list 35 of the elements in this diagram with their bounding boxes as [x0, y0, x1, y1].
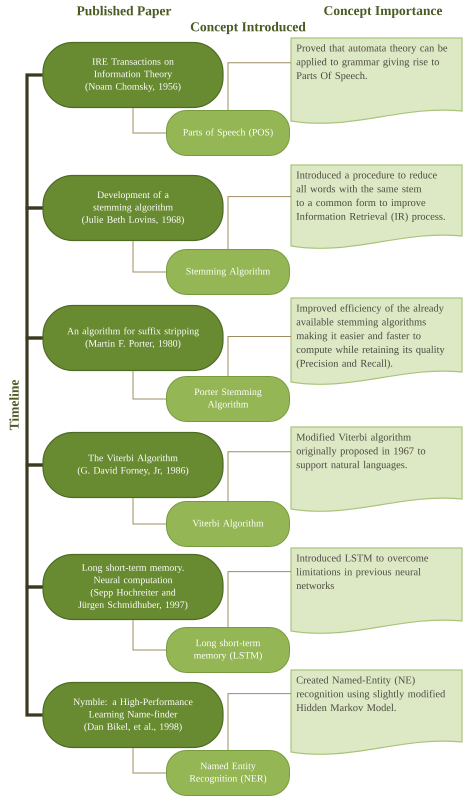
connector-line — [132, 498, 166, 524]
connector-line — [132, 240, 166, 272]
connector-line — [228, 451, 292, 502]
concept-box: Parts of Speech (POS) — [166, 110, 290, 156]
note-box: Modified Viterbi algorithm originally proposed in 1967 to support natural languages. — [290, 426, 463, 512]
connector-line — [228, 62, 292, 110]
connector-line — [228, 196, 292, 250]
column-heading: Published Paper — [76, 6, 172, 18]
axis-label: Timeline — [9, 380, 19, 430]
paper-box: Development of a stemming algorithm (Julie Beth Lovins, 1968) — [42, 174, 224, 242]
connector-line — [25, 585, 42, 717]
concept-box: Named Entity Recognition (NER) — [166, 750, 290, 796]
paper-box: An algorithm for suffix stripping (Martin F. Porter, 1980) — [42, 304, 224, 372]
paper-box: Long short-term memory. Neural computation (Sepp Hochreiter and Jürgen Schmidhuber, 1997) — [42, 554, 224, 620]
connector-line — [132, 370, 166, 400]
paper-box: Nymble: a High-Performance Learning Name-finder (Dan Bikel, et al., 1998) — [42, 682, 224, 748]
note-box: Created Named-Entity (NE) recognition using slightly modified Hidden Markov Model. — [290, 669, 463, 755]
connector-line — [132, 108, 166, 134]
concept-box: Porter Stemming Algorithm — [166, 376, 290, 422]
paper-box: The Viterbi Algorithm (G. David Forney, Jr, 1986) — [42, 432, 224, 498]
paper-box: IRE Transactions on Information Theory (Noam Chomsky, 1956) — [42, 42, 224, 108]
concept-box: Viterbi Algorithm — [166, 501, 290, 547]
connector-line — [132, 748, 166, 774]
connector-line — [132, 620, 166, 650]
note-box: Introduced a procedure to reduce all words with the same stem to a common form to improve Information Retrieval (IR) process. — [290, 164, 463, 249]
note-box: Introduced LSTM to overcome limitations in previous neural networks — [290, 547, 463, 634]
concept-box: Stemming Algorithm — [166, 249, 290, 295]
connector-line — [228, 571, 292, 628]
note-box: Improved efficiency of the already available stemming algorithms making it easier and faster to compute while retaining its quality (Precision and Recall). — [290, 297, 463, 385]
connector-line — [228, 336, 292, 376]
concept-box: Long short-term memory (LSTM) — [166, 627, 290, 673]
column-heading: Concept Importance — [324, 6, 442, 18]
column-heading: Concept Introduced — [190, 22, 306, 34]
note-box: Proved that automata theory can be applied to grammar giving rise to Parts Of Speech. — [290, 37, 463, 124]
connector-line — [228, 693, 292, 750]
